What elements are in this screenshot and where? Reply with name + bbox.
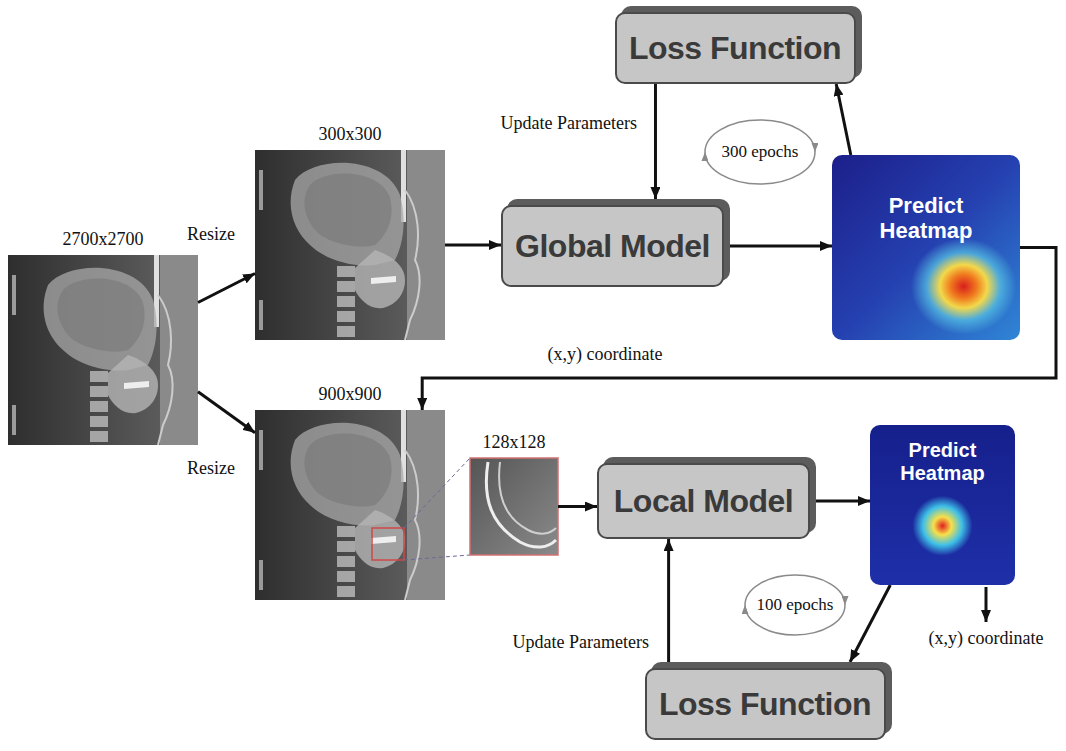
flow-arrow (654, 84, 657, 199)
flow-arrow (730, 245, 832, 248)
crop-image: 128x128 (470, 458, 558, 555)
flow-arrow (445, 244, 501, 247)
size-label: 900x900 (255, 384, 445, 404)
flow-arrow (198, 392, 255, 433)
epoch-label: 300 epochs (722, 142, 799, 162)
epoch-cycle (745, 575, 845, 635)
flow-arrow (667, 539, 670, 662)
flow-arrow (816, 500, 870, 503)
edge-label: Resize (184, 224, 238, 244)
node-label: Local Model (614, 483, 793, 520)
zoom-line (404, 458, 470, 528)
output-label: (x,y) coordinate (929, 628, 1044, 648)
edge-label: Resize (184, 458, 238, 478)
edge-label: Update Parameters (498, 113, 640, 133)
crop-box (372, 528, 404, 560)
process-box: Loss Function (645, 668, 886, 740)
process-box: Loss Function (615, 12, 856, 84)
flow-arrow (198, 274, 255, 303)
xray-image (255, 150, 445, 340)
flow-arrow (850, 585, 890, 662)
edge-label: Update Parameters (510, 632, 652, 652)
size-label: 128x128 (470, 432, 558, 452)
zoom-line (404, 555, 470, 560)
process-box: Local Model (597, 463, 810, 539)
size-label: 300x300 (255, 124, 445, 144)
epoch-label: 100 epochs (757, 595, 834, 615)
node-label: Loss Function (629, 30, 841, 67)
output-arrow (985, 587, 988, 622)
epoch-cycle (705, 120, 815, 184)
crop-image (470, 458, 558, 555)
xray-image (8, 255, 198, 445)
node-label: Predict Heatmap (880, 193, 973, 244)
node-label: Loss Function (659, 686, 871, 723)
process-box: Global Model (501, 205, 724, 287)
flow-arrow (558, 505, 597, 508)
xray-image: 2700x2700 (8, 255, 198, 445)
heatmap-panel: Predict Heatmap (832, 155, 1020, 340)
node-label: Predict Heatmap (900, 439, 984, 485)
heatmap-panel: Predict Heatmap (870, 425, 1015, 585)
node-label: Global Model (515, 228, 710, 265)
size-label: 2700x2700 (8, 229, 198, 249)
xray-image: 900x900 (255, 410, 445, 600)
xray-image (255, 410, 445, 600)
flow-arrow (836, 84, 851, 155)
xray-image: 300x300 (255, 150, 445, 340)
edge-label: (x,y) coordinate (545, 344, 666, 364)
